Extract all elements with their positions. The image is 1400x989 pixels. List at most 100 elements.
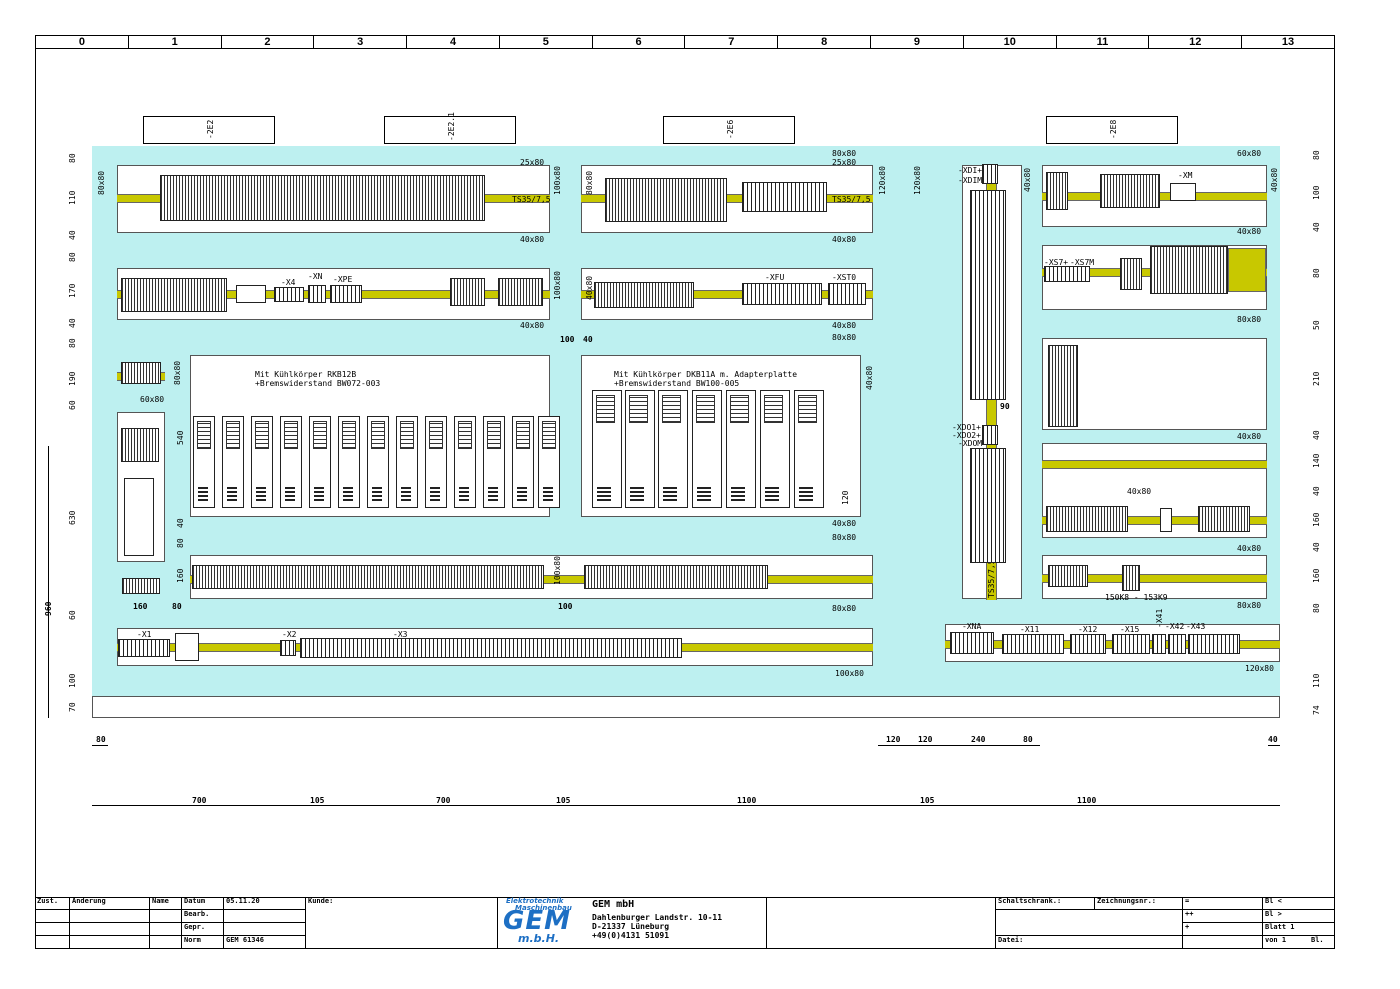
terminal-xfu [742,283,822,305]
tb-pp: ++ [1183,910,1263,923]
cable-duct-block [1228,248,1266,292]
ruler-cell: 3 [314,36,408,48]
panel-dim: 100x80 [553,271,562,300]
relay-group [594,282,694,308]
servo-drive [309,416,331,508]
switch-devices [1100,174,1160,208]
right-dim: 160 [1312,568,1321,583]
logo-main: GEM [503,906,571,936]
bottom-dim: 80 [96,735,106,744]
ruler-cell: 1 [129,36,222,48]
note-text: +Bremswiderstand BW100-005 [614,379,740,388]
panel-dim: 80x80 [173,360,182,385]
tb-bl: Bl. [1311,936,1324,944]
socket-label: -2E2 [206,119,215,139]
contactors-row2 [121,278,227,312]
inner-dim: 160 [176,568,185,583]
tb-kunde: Kunde: [306,897,498,949]
right-dim: 110 [1312,673,1321,688]
tb-cell [150,923,182,936]
right-dim: 80 [1312,150,1321,160]
company-street: Dahlenburger Landstr. 10-11 [592,913,723,922]
servo-drive [280,416,302,508]
servo-drive [367,416,389,508]
servo-drive [222,416,244,508]
right-dim: 140 [1312,453,1321,468]
right-dim: 160 [1312,512,1321,527]
socket-light: -2E2.1 [384,112,516,144]
tb-norm: Norm [182,936,224,949]
panel-dim: 80x80 [832,333,857,342]
left-dim: 170 [68,283,77,298]
right-dim: 74 [1312,705,1321,715]
tb-cell [150,910,182,923]
ruler-cell: 11 [1057,36,1150,48]
terminal-label: -X3 [393,630,408,639]
panel-dim: 40x80 [832,235,857,244]
ruler-cell: 12 [1149,36,1243,48]
servo-drive [692,390,722,508]
left-dim: 110 [68,190,77,205]
terminal-xpe [330,285,362,303]
side-total-dim: 960 [44,601,53,616]
rail-label: TS35/7,5 [832,195,871,204]
terminal-block [742,182,827,212]
terminal-x15 [1112,634,1150,654]
tb-bl-next[interactable]: Bl > [1263,910,1335,923]
servo-drive [251,416,273,508]
inner-dim: 160 [133,602,148,611]
servo-drive [425,416,447,508]
bottom-dim-line [1268,745,1280,746]
panel-dim: 40x80 [1237,227,1262,236]
terminal-label: -X4 [281,278,296,287]
small-device [122,578,160,594]
panel-dim: 40x80 [1023,167,1032,192]
bottom-dim: 80 [1023,735,1033,744]
tb-aenderung: Änderung [70,897,150,910]
din-rail [1042,460,1267,469]
panel-dim: 40x80 [585,275,594,300]
servo-drive [760,390,790,508]
terminal-label: 150K8 - 153K9 [1105,593,1168,602]
small-device [121,362,161,384]
terminal-label: -XDI+ [958,166,983,175]
inner-dim: 100 [558,602,573,611]
relay-group [450,278,485,306]
terminal-label: -X12 [1078,625,1098,634]
panel-dim: 100x80 [553,166,562,195]
socket-label: -2E2.1 [447,112,456,141]
socket-label: -2E8 [1109,119,1118,139]
tb-bl-prev[interactable]: Bl < [1263,897,1335,910]
small-device [1160,508,1172,532]
panel-dim: 80x80 [832,604,857,613]
tb-gepr: Gepr. [182,923,224,936]
tb-cell [70,910,150,923]
din-rail [581,194,873,203]
bottom-dim: 120 [918,735,933,744]
left-dim: 80 [68,153,77,163]
socket-light: -2E6 [663,116,795,144]
tb-cell [35,923,70,936]
fuse [236,285,266,303]
servo-drive [592,390,622,508]
power-supply [124,478,154,556]
terminal-label: -XPE [333,275,353,284]
row4-devices [584,565,768,589]
terminal-label: -X11 [1020,625,1040,634]
right-dim: 50 [1312,320,1321,330]
panel-dim: 80x80 [1237,315,1262,324]
terminal-label: -XFU [765,273,785,282]
panel-dim: 80x80 [1237,601,1262,610]
panel-dim: 40x80 [865,365,874,390]
contactor-block [1120,258,1142,290]
terminal-label: -XDIM [958,176,983,185]
panel-dim: 25x80 [520,158,545,167]
logo-sub: m.b.H. [518,932,560,945]
rail-label: TS35/7,5 [512,195,551,204]
title-block [35,897,1335,949]
terminal-x1 [118,639,170,657]
servo-drive [454,416,476,508]
row4-devices [192,565,544,589]
company-city: D-21337 Lüneburg [592,922,670,931]
left-dim: 80 [68,338,77,348]
